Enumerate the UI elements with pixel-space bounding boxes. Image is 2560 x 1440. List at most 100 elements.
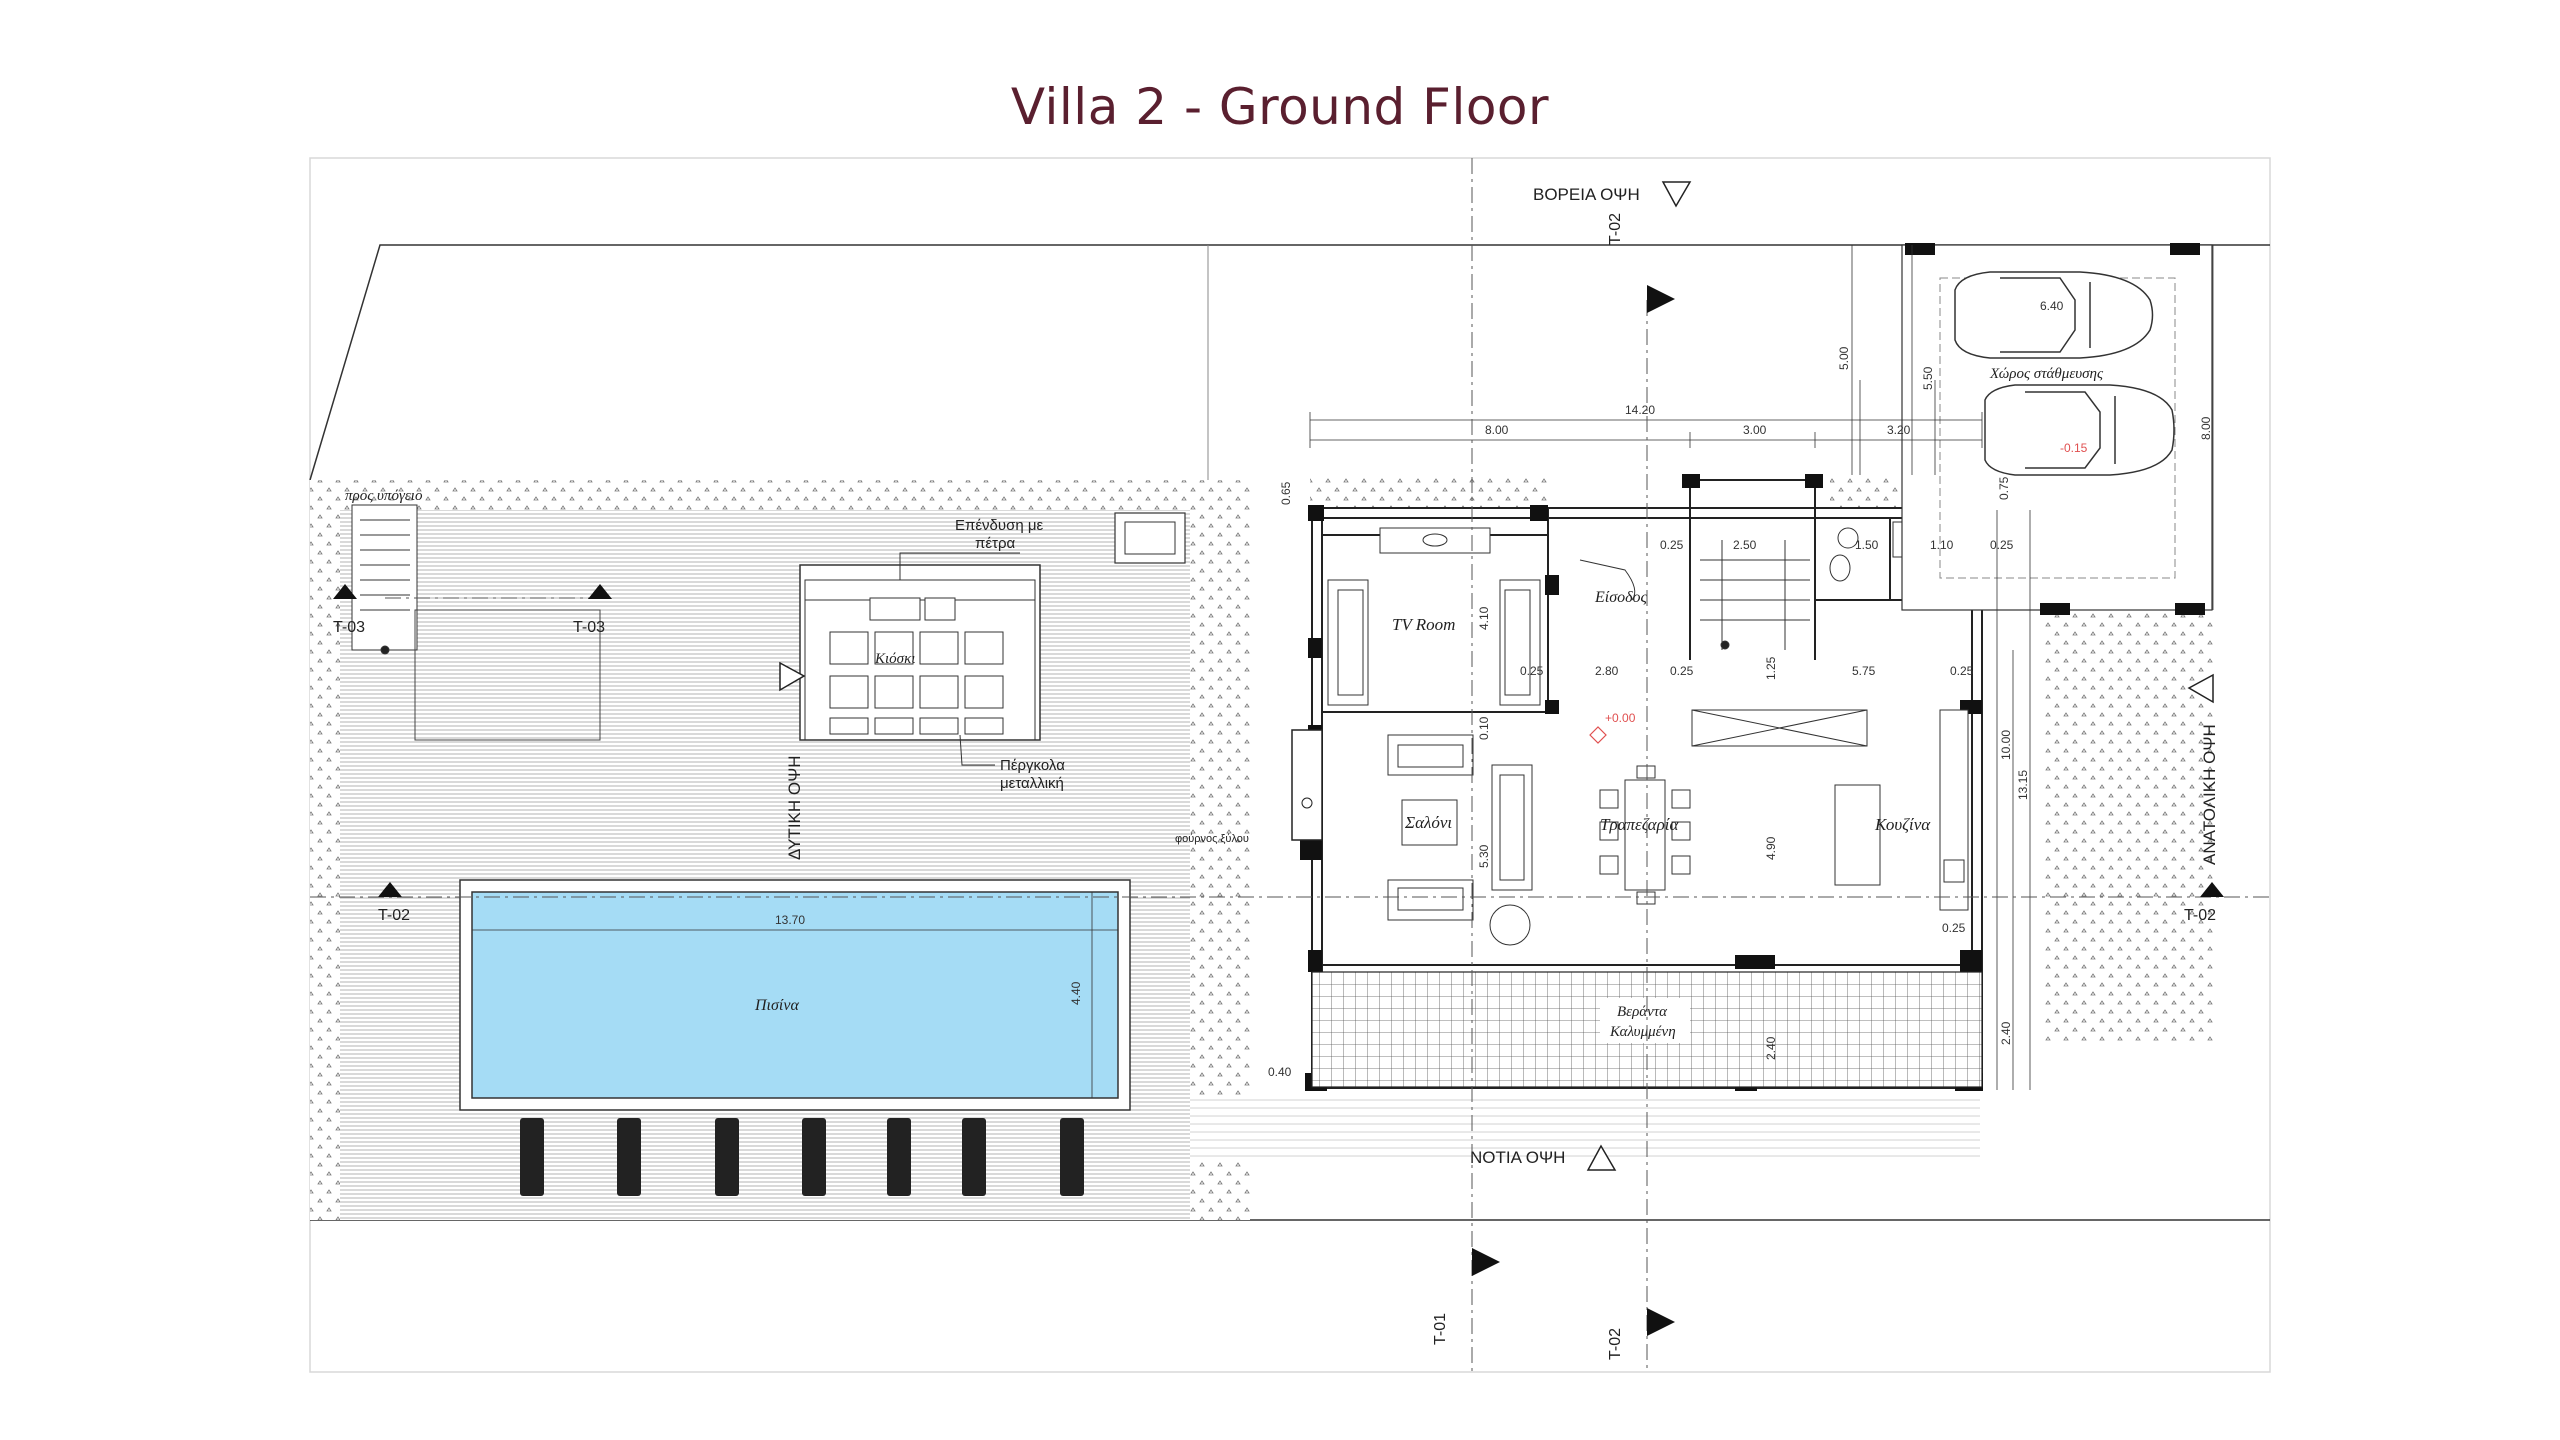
section-lines <box>310 158 2270 1372</box>
garden-outline <box>414 609 601 741</box>
dim-240: 2.40 <box>1999 1021 2013 1045</box>
stone-note-leader <box>899 552 1020 580</box>
dim-040: 0.40 <box>1268 1065 1292 1079</box>
gravel-north-right <box>1830 478 1900 508</box>
page-title: Villa 2 - Ground Floor <box>1010 78 1550 136</box>
dim-025-c: 0.25 <box>1520 664 1544 678</box>
north-elevation-marker <box>1661 181 1692 208</box>
veranda-label-1: Βεράντα <box>1617 1004 1668 1020</box>
gravel-strip-left <box>310 480 340 1220</box>
dim-150: 1.50 <box>1855 538 1879 552</box>
top-dimension-lines <box>1309 380 1983 475</box>
ground-level: +0.00 <box>1605 711 1636 725</box>
dim-010: 0.10 <box>1477 716 1491 740</box>
section-t03-mid: T-03 <box>573 619 605 636</box>
tv-room-furniture <box>1327 527 1541 706</box>
gravel-north-house <box>1310 478 1550 508</box>
east-elevation-marker <box>2187 673 2214 704</box>
dim-110: 1.10 <box>1930 538 1954 552</box>
pool-width-label: 4.40 <box>1069 981 1083 1005</box>
west-elevation-label: ΔΥΤΙΚΗ ΟΨΗ <box>785 755 804 860</box>
east-elevation-label: ΑΝΑΤΟΛΙΚΗ ΟΨΗ <box>2200 724 2219 865</box>
dim-125: 1.25 <box>1764 656 1778 680</box>
parking-post-4 <box>2175 603 2205 615</box>
level-marker <box>1589 726 1607 744</box>
tv-room-label: TV Room <box>1392 615 1455 634</box>
seg3-label: 3.20 <box>1887 423 1911 437</box>
dim-1315: 13.15 <box>2016 770 2030 800</box>
section-t02-right: T-02 <box>2184 907 2216 924</box>
section-t02-left: T-02 <box>378 907 410 924</box>
dim-liv-h: 5.30 <box>1477 844 1491 868</box>
entrance-door-swing <box>1579 559 1636 601</box>
entrance-label: Είσοδος <box>1594 589 1648 606</box>
dim-din-h: 4.90 <box>1764 836 1778 860</box>
parking-post-2 <box>2170 243 2200 255</box>
dim-tv-h: 4.10 <box>1477 606 1491 630</box>
parking-bay <box>1939 277 2176 579</box>
dim-025-b: 0.25 <box>1670 664 1694 678</box>
dining-label: Τραπεζαρία <box>1600 815 1679 834</box>
pool <box>471 891 1119 1099</box>
south-elevation-marker <box>1586 1144 1617 1171</box>
pergola-note-1: Πέργκολα <box>1000 757 1065 774</box>
gravel-east <box>2045 610 2215 1045</box>
dining-table <box>1599 765 1691 905</box>
stone-cladding-note-2: πέτρα <box>975 535 1015 552</box>
west-elevation-marker <box>779 661 806 692</box>
dim-025-e: 0.25 <box>1990 538 2014 552</box>
section-markers <box>333 285 2224 1336</box>
dim-065: 0.65 <box>1279 481 1293 505</box>
kiosk-label: Κιόσκι <box>874 651 915 667</box>
sun-loungers <box>520 1118 1084 1196</box>
dim-park-5: 5.00 <box>1837 346 1851 370</box>
kitchen-label: Κουζίνα <box>1874 815 1931 834</box>
to-basement-label: προς υπόγειο <box>345 488 423 504</box>
parking-post-1 <box>1905 243 1935 255</box>
seg1-label: 8.00 <box>1485 423 1509 437</box>
outdoor-sink <box>1114 512 1186 564</box>
living-furniture <box>1387 734 1533 946</box>
north-elevation-label: ΒΟΡΕΙΑ ΟΨΗ <box>1533 185 1640 204</box>
fireplace-mark <box>1301 797 1313 809</box>
dim-025-f: 0.25 <box>1942 921 1966 935</box>
veranda-label-bg <box>1600 998 1690 1043</box>
section-t03-left: T-03 <box>333 619 365 636</box>
south-elevation-label: ΝΟΤΙΑ ΟΨΗ <box>1470 1148 1565 1167</box>
gravel-strip-bottom <box>1190 1160 1250 1220</box>
dim-025-a: 0.25 <box>1660 538 1684 552</box>
overall-width-label: 14.20 <box>1625 403 1655 417</box>
pergola-slats <box>829 597 1004 735</box>
entrance-stair <box>1700 540 1810 650</box>
section-t02-top: T-02 <box>1607 213 1624 245</box>
dim-250: 2.50 <box>1733 538 1757 552</box>
parking-label: Χώρος στάθμευσης <box>1989 366 2104 382</box>
stone-cladding-note-1: Επένδυση με <box>955 517 1044 534</box>
pool-label: Πισίνα <box>754 997 799 1014</box>
dim-075: 0.75 <box>1997 476 2011 500</box>
kitchen-units <box>1691 709 1969 911</box>
living-room-label: Σαλόνι <box>1404 813 1452 832</box>
dim-280: 2.80 <box>1595 664 1619 678</box>
section-t01-bottom: T-01 <box>1432 1313 1449 1345</box>
car-bottom <box>1984 384 2175 476</box>
right-dimension-lines <box>1851 245 2214 1090</box>
dim-240b: 2.40 <box>1764 1036 1778 1060</box>
pool-length-label: 13.70 <box>775 913 805 927</box>
basement-stair <box>351 504 418 655</box>
fireplace <box>1291 729 1323 841</box>
dim-025-d: 0.25 <box>1950 664 1974 678</box>
dim-575: 5.75 <box>1852 664 1876 678</box>
car-top <box>1954 271 2154 359</box>
car-length-label: 6.40 <box>2040 299 2064 313</box>
fireplace-label: φούρνος ξύλου <box>1175 833 1249 845</box>
veranda-label-2: Καλυμμένη <box>1609 1024 1676 1040</box>
seg2-label: 3.00 <box>1743 423 1767 437</box>
gravel-strip-top <box>310 480 1250 510</box>
pergola-note-leader <box>959 734 995 766</box>
dim-park-8: 8.00 <box>2199 416 2213 440</box>
parking-level: -0.15 <box>2060 441 2088 455</box>
section-t02-bottom: T-02 <box>1607 1328 1624 1360</box>
sink-basin <box>1124 521 1176 555</box>
